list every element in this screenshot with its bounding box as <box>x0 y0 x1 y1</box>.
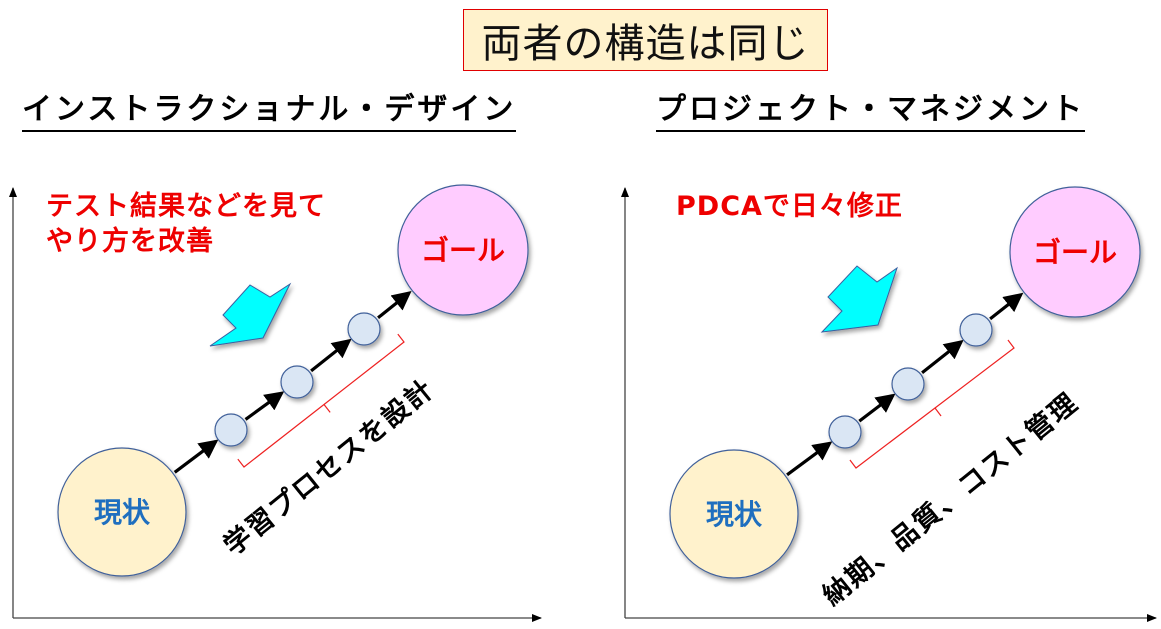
process-step-circle <box>959 313 993 347</box>
progress-arrow <box>244 391 285 421</box>
goal-label: ゴール <box>1033 236 1117 269</box>
current-state-circle <box>669 449 799 579</box>
summary-title: 両者の構造は同じ <box>463 9 828 71</box>
goal-circle <box>397 184 529 316</box>
current-state-label: 現状 <box>706 498 763 531</box>
progress-arrow <box>173 439 219 474</box>
process-bracket <box>849 339 1015 469</box>
process-step-circle <box>347 312 381 346</box>
note-left-line-1: テスト結果などを見て <box>46 191 326 222</box>
current-state-circle <box>57 447 187 577</box>
note-right-line-1: PDCAで日々修正 <box>676 191 903 222</box>
progress-arrow <box>310 338 352 373</box>
heading-project-management: プロジェクト・マネジメント <box>656 92 1085 132</box>
process-step-circle <box>891 367 925 401</box>
process-step-circle <box>214 413 248 447</box>
goal-label: ゴール <box>421 234 505 267</box>
panel-instructional-design: 現状 ゴール <box>9 184 542 622</box>
panel-project-management: 現状 ゴール <box>621 186 1157 622</box>
progress-arrow <box>377 291 412 320</box>
note-left-line-2: やり方を改善 <box>46 226 214 257</box>
current-state-label: 現状 <box>94 496 151 529</box>
process-step-circle <box>828 415 862 449</box>
heading-instructional-design: インストラクショナル・デザイン <box>22 92 517 132</box>
progress-arrow <box>786 441 833 477</box>
process-bracket <box>237 333 405 468</box>
progress-arrow <box>989 292 1024 321</box>
progress-arrow <box>921 339 964 375</box>
process-step-circle <box>280 365 314 399</box>
improvement-arrow-icon <box>820 265 898 333</box>
progress-arrow <box>858 393 896 423</box>
goal-circle <box>1009 186 1141 318</box>
improvement-arrow-icon <box>209 282 292 347</box>
